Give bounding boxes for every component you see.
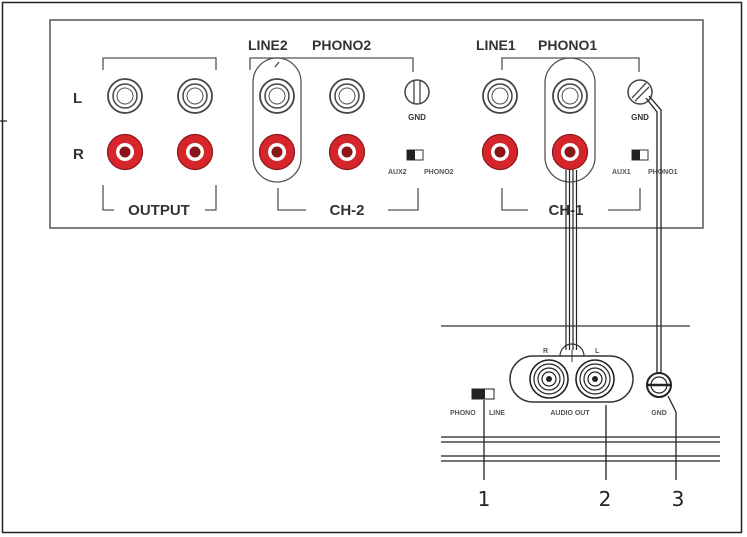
ch1-phono-l-jack[interactable] <box>552 78 588 114</box>
audio-out-label: AUDIO OUT <box>550 410 590 417</box>
ch2-label: CH-2 <box>329 202 364 219</box>
output-group: OUTPUT <box>102 57 217 219</box>
line-label: LINE <box>489 410 505 417</box>
ch1-aux-label: AUX1 <box>612 169 631 176</box>
turntable-gnd-label: GND <box>651 410 667 417</box>
turntable-r-jack[interactable] <box>529 359 569 399</box>
output-r-right-jack[interactable] <box>176 133 214 171</box>
output-label: OUTPUT <box>128 202 190 219</box>
ch1-aux-phono-switch[interactable] <box>631 149 649 161</box>
callout-1: 1 <box>478 487 491 511</box>
ch1-phono-r-jack[interactable] <box>551 133 589 171</box>
ch1-phono-label: PHONO1 <box>538 37 597 53</box>
ch2-line-label: LINE2 <box>248 37 288 53</box>
ch1-phono-switch-label: PHONO1 <box>648 169 678 176</box>
callout-2: 2 <box>599 487 612 511</box>
ch2-gnd-label: GND <box>408 113 426 122</box>
ch1-line-label: LINE1 <box>476 37 516 53</box>
ch2-gnd-screw[interactable] <box>404 79 430 105</box>
audio-cable <box>565 170 578 350</box>
ch2-phono-r-jack[interactable] <box>328 133 366 171</box>
callouts: 1 2 3 <box>478 395 685 511</box>
turntable-l-label: L <box>595 348 600 355</box>
ch2-group: LINE2 PHONO2 GND AUX2 PHONO2 CH-2 <box>248 37 454 219</box>
turntable-panel: R L AUDIO OUT PHONO LINE <box>441 325 720 462</box>
ch2-line-l-jack[interactable] <box>259 78 295 114</box>
ch2-phono-label: PHONO2 <box>312 37 371 53</box>
row-r-label: R <box>73 146 84 163</box>
output-r-left-jack[interactable] <box>106 133 144 171</box>
callout-3: 3 <box>672 487 685 511</box>
output-l-right-jack[interactable] <box>177 78 213 114</box>
ch1-group: LINE1 PHONO1 GND AUX1 PHONO1 CH-1 <box>476 37 678 219</box>
turntable-r-label: R <box>543 348 548 355</box>
ch2-line-highlight <box>252 57 302 183</box>
phono-line-switch[interactable] <box>471 388 495 400</box>
ch2-aux-phono-switch[interactable] <box>406 149 424 161</box>
ground-wire <box>645 95 662 376</box>
ch2-aux-label: AUX2 <box>388 169 407 176</box>
row-l-label: L <box>73 90 82 107</box>
phono-label: PHONO <box>450 410 476 417</box>
output-l-left-jack[interactable] <box>107 78 143 114</box>
turntable-gnd-post[interactable] <box>646 372 672 398</box>
ch1-line-r-jack[interactable] <box>481 133 519 171</box>
turntable-l-jack[interactable] <box>575 359 615 399</box>
mixer-panel: L R OUTPUT LINE2 PHONO2 GND <box>49 19 704 229</box>
ch2-line-r-jack[interactable] <box>258 133 296 171</box>
ch2-phono-switch-label: PHONO2 <box>424 169 454 176</box>
ch2-phono-l-jack[interactable] <box>329 78 365 114</box>
ch1-gnd-label: GND <box>631 113 649 122</box>
ch1-line-l-jack[interactable] <box>482 78 518 114</box>
